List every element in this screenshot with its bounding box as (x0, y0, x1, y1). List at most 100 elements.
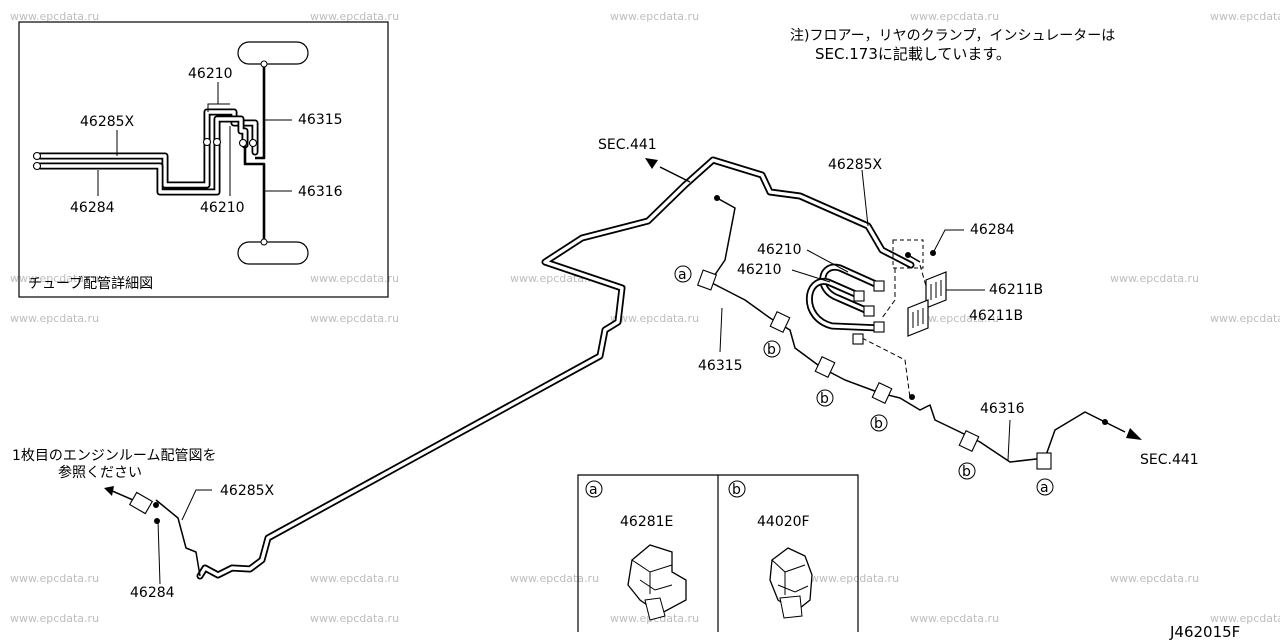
flare-nut (873, 321, 885, 333)
legend-marker-b: b (728, 480, 746, 498)
bracket-46211b-lower (907, 299, 929, 337)
engine-ref-line-2: 参照ください (58, 464, 142, 481)
joint (202, 137, 212, 147)
joint (32, 151, 42, 161)
note-line-1: 注)フロアー，リヤのクランプ，インシュレーターは (790, 28, 1115, 44)
watermark: www.epcdata.ru (510, 572, 599, 585)
flare-nut (852, 333, 864, 345)
svg-text:a: a (589, 482, 598, 498)
detail-label-46315: 46315 (298, 112, 343, 128)
watermark: www.epcdata.ru (910, 312, 999, 325)
watermark: www.epcdata.ru (310, 10, 399, 23)
legend-part-46281e: 46281E (620, 514, 673, 530)
watermark: www.epcdata.ru (1210, 612, 1280, 625)
joint (212, 137, 222, 147)
svg-text:b: b (732, 482, 741, 498)
bracket-46211b-upper (925, 271, 947, 309)
joint-block (128, 491, 154, 515)
joint (260, 60, 268, 68)
label-46211b-b: 46211B (969, 308, 1023, 324)
detail-tube-46315 (255, 64, 266, 160)
watermark: www.epcdata.ru (10, 312, 99, 325)
detail-label-46316: 46316 (298, 184, 343, 200)
svg-text:b: b (962, 464, 971, 480)
svg-text:b: b (767, 342, 776, 358)
watermark: www.epcdata.ru (1210, 312, 1280, 325)
watermark: www.epcdata.ru (10, 272, 99, 285)
clip-b (958, 430, 980, 452)
label-46285x-bottom: 46285X (220, 483, 275, 499)
watermark: www.epcdata.ru (310, 572, 399, 585)
clip-b (769, 311, 791, 333)
watermark: www.epcdata.ru (310, 312, 399, 325)
main-tube-route (104, 156, 1142, 585)
detail-label-46284: 46284 (70, 200, 115, 216)
junction-block (892, 239, 924, 269)
detail-caption: チューブ配管詳細図 (28, 275, 153, 292)
watermark: www.epcdata.ru (310, 272, 399, 285)
flare-nut (853, 290, 865, 302)
watermark: www.epcdata.ru (910, 612, 999, 625)
tube-46315-46316 (709, 197, 1126, 463)
detail-label-46285x: 46285X (80, 114, 135, 130)
detail-tube-46316 (243, 145, 266, 242)
watermark: www.epcdata.ru (1210, 10, 1280, 23)
watermark: www.epcdata.ru (1110, 272, 1199, 285)
legend-part-44020f: 44020F (757, 514, 810, 530)
label-46316: 46316 (980, 401, 1025, 417)
legend-marker-a: a (585, 480, 603, 498)
svg-text:a: a (1040, 480, 1049, 496)
clip-46281e-drawing (627, 544, 687, 621)
diagram-id: J462015F (1169, 623, 1240, 640)
clip-a (696, 269, 718, 291)
marker-b: b (870, 414, 888, 432)
flare-nut (863, 305, 875, 317)
watermark: www.epcdata.ru (310, 612, 399, 625)
watermark-layer: www.epcdata.ru www.epcdata.ru www.epcdat… (10, 10, 1280, 625)
marker-b: b (958, 462, 976, 480)
label-46211b-a: 46211B (989, 282, 1043, 298)
arrow-engine-ref (104, 486, 114, 496)
joint (260, 238, 268, 246)
label-sec441-top: SEC.441 (598, 137, 657, 153)
clip-a (1036, 452, 1052, 470)
detail-box-frame (18, 21, 389, 298)
arrow-sec441-right (1126, 428, 1142, 440)
detail-label-46210-top: 46210 (188, 66, 233, 82)
label-46284-top: 46284 (970, 222, 1015, 238)
clip-legend-box: a b 46281E 44020F (577, 474, 859, 632)
marker-a: a (674, 265, 692, 283)
watermark: www.epcdata.ru (910, 10, 999, 23)
clip-b (814, 356, 836, 378)
clip-44020f-drawing (769, 547, 813, 619)
wheel-top (237, 41, 309, 65)
svg-text:b: b (874, 416, 883, 432)
joint (32, 161, 42, 171)
watermark: www.epcdata.ru (610, 312, 699, 325)
engine-ref-line-1: 1枚目のエンジンルーム配管図を (12, 448, 217, 464)
detail-label-46210-bottom: 46210 (200, 200, 245, 216)
label-46210-b: 46210 (737, 262, 782, 278)
label-sec441-right: SEC.441 (1140, 452, 1199, 468)
svg-text:b: b (820, 391, 829, 407)
arrow-sec441-top (645, 158, 658, 169)
marker-a: a (1036, 478, 1054, 496)
tube-detail-box: 46210 46285X 46315 46284 46210 46316 チュー… (18, 21, 389, 298)
watermark: www.epcdata.ru (10, 572, 99, 585)
wheel-bottom (237, 241, 309, 265)
joint (248, 138, 258, 148)
label-46315: 46315 (698, 358, 743, 374)
watermark: www.epcdata.ru (10, 612, 99, 625)
clip-b (871, 382, 893, 404)
label-46284-bottom: 46284 (130, 585, 175, 601)
tube-46284-front (155, 499, 201, 577)
svg-text:a: a (678, 267, 687, 283)
marker-b: b (763, 340, 781, 358)
watermark: www.epcdata.ru (810, 572, 899, 585)
watermark: www.epcdata.ru (610, 10, 699, 23)
note-line-2: SEC.173に記載しています。 (815, 45, 1011, 63)
watermark: www.epcdata.ru (1110, 572, 1199, 585)
joint (238, 138, 248, 148)
label-46285x-top: 46285X (828, 157, 883, 173)
